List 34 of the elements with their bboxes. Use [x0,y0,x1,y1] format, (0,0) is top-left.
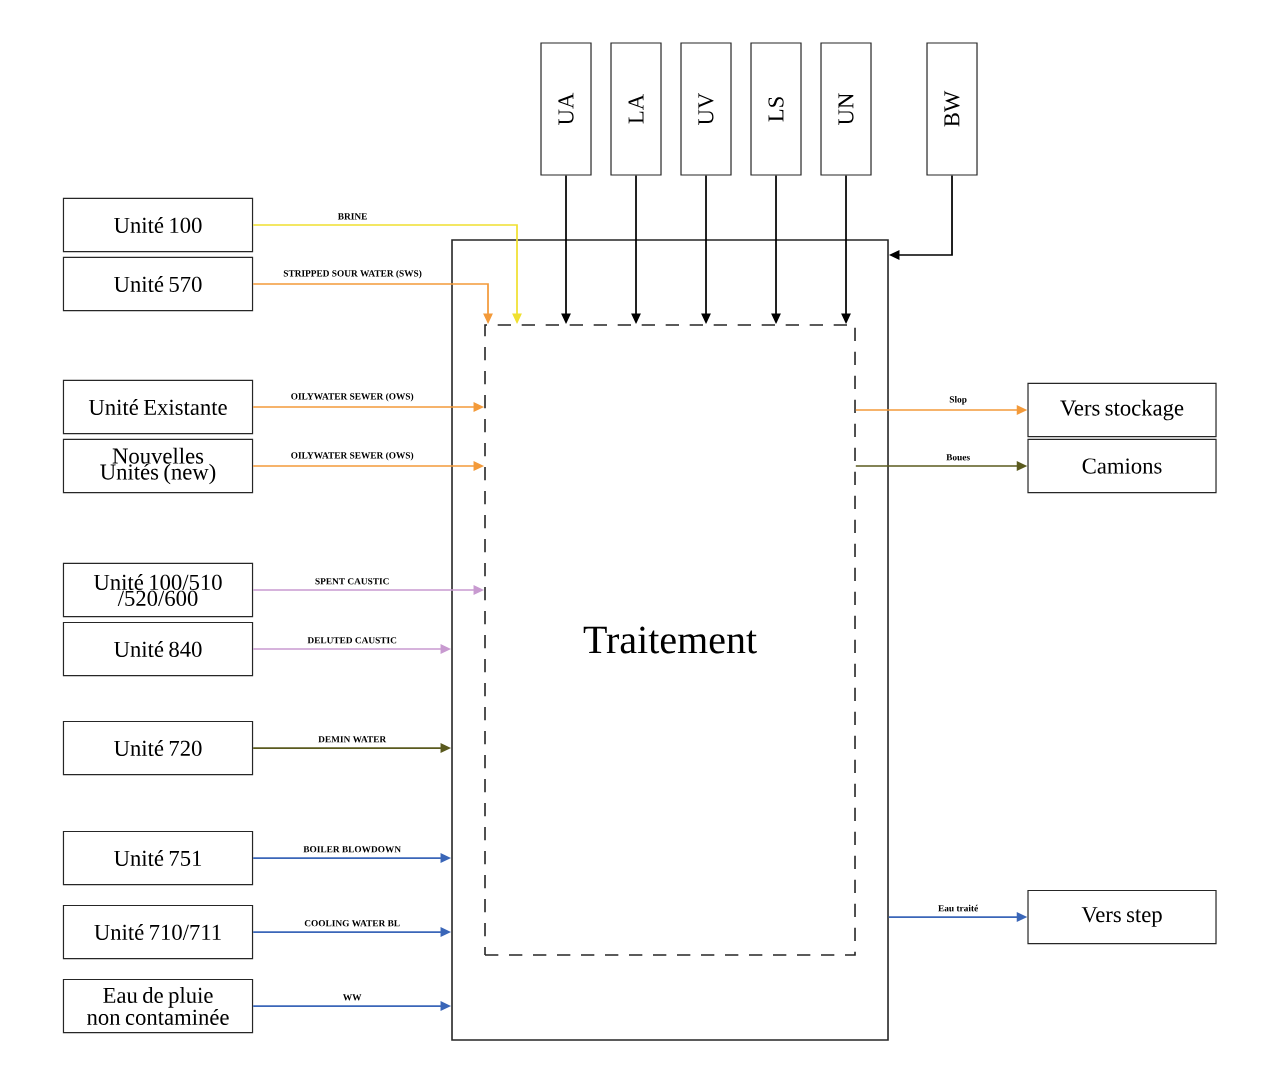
edge-label: Boues [946,454,970,461]
unit-box: Vers step [1027,889,1217,945]
unit-box: Unité 100/510 /520/600 [62,562,254,618]
unit-box: LA [610,42,662,176]
unit-box: Vers stockage [1027,382,1217,438]
edge-label: DELUTED CAUSTIC [307,637,397,644]
edge-label: COOLING WATER BL [304,920,400,927]
unit-box: Unité 751 [62,830,254,886]
unit-box: Camions [1027,438,1217,494]
unit-box: BW [926,42,978,176]
edge-label: OILYWATER SEWER (OWS) [291,451,414,461]
edge-label: DEMIN WATER [318,736,387,743]
unit-box: UN [820,42,872,176]
unit-box: LS [750,42,802,176]
unit-box: Unité Existante [62,379,254,435]
unit-box: UV [680,42,732,176]
edge-label: Eau traité [938,904,978,912]
edge-label: SPENT CAUSTIC [315,578,389,585]
unit-box: Unité 100 [62,197,254,253]
unit-box: Eau de pluie non contaminée [62,978,254,1034]
treatment-box: Traitement [484,324,856,956]
unit-box: UA [540,42,592,176]
unit-box: Unité 710/711 [62,904,254,960]
unit-box: Unité 570 [62,256,254,312]
unit-box: Nouvelles Unités (new) [62,438,254,494]
edge-label: OILYWATER SEWER (OWS) [291,392,414,402]
edge-label: Slop [949,395,967,405]
edge-label: BRINE [337,213,367,220]
edge-label: WW [342,994,362,1001]
unit-box: Unité 720 [62,720,254,776]
edge-label: STRIPPED SOUR WATER (SWS) [283,269,422,279]
unit-box: Unité 840 [62,621,254,677]
process-box [451,239,889,1041]
edge-label: BOILER BLOWDOWN [303,846,401,853]
